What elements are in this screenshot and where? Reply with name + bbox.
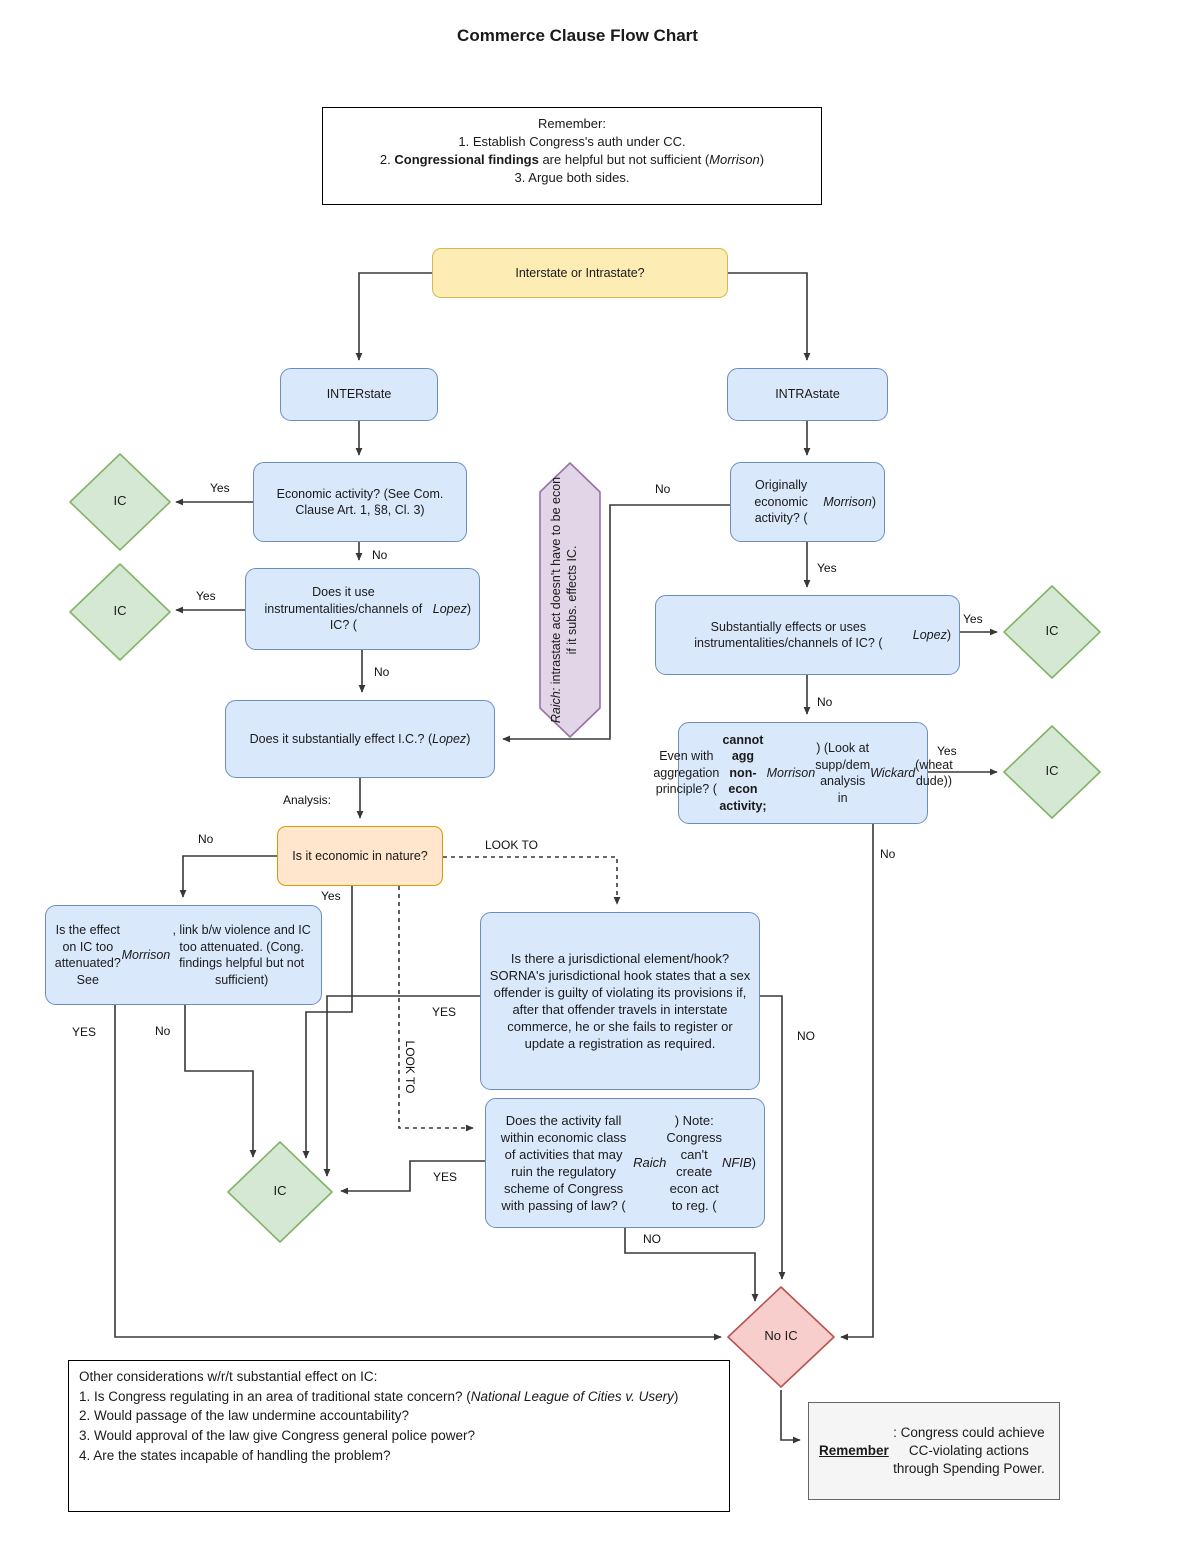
edge-label-no-economic: No [372, 548, 388, 562]
remember-top-line-2: 1. Establish Congress's auth under CC. [458, 134, 686, 150]
edge-label-yes-instrumentalities: Yes [196, 589, 216, 603]
edge-originally-no-substantial [502, 504, 730, 743]
node-economic-activity: Economic activity? (See Com. Clause Art.… [253, 462, 467, 542]
edge-attenuated-yes-noic [114, 1005, 722, 1341]
edge-label-analysis: Analysis: [283, 793, 332, 807]
edge-attenuated-no-ic [184, 1005, 257, 1158]
page-title: Commerce Clause Flow Chart [457, 26, 698, 45]
node-substantially-effect-ic: Does it substantially effect I.C.? (Lope… [225, 700, 495, 778]
other-considerations-line-4: 3. Would approval of the law give Congre… [79, 1427, 475, 1443]
node-effect-too-attenuated: Is the effect on IC too attenuated? See … [45, 905, 322, 1005]
edge-label-yes-uses: Yes [963, 612, 983, 626]
edge-lookto-jurisdictional [443, 856, 621, 905]
diamond-ic-2 [69, 563, 171, 661]
edge-question-to-interstate [355, 272, 432, 361]
edge-label-yes-class: YES [433, 1170, 458, 1184]
edge-jurisdictional-yes-ic [323, 995, 480, 1177]
other-considerations-line-5: 4. Are the states incapable of handling … [79, 1447, 391, 1463]
edge-label-no-originally: No [655, 482, 671, 496]
diamond-ic-4 [1003, 725, 1101, 819]
node-jurisdictional-hook: Is there a jurisdictional element/hook? … [480, 912, 760, 1090]
note-remember-spending-power: Remember: Congress could achieve CC-viol… [808, 1402, 1060, 1500]
edge-label-yes-originally: Yes [817, 561, 837, 575]
diamond-ic-1 [69, 453, 171, 551]
remember-top-line-3: 2. Congressional findings are helpful bu… [379, 152, 765, 168]
node-originally-economic: Originally economic activity? (Morrison) [730, 462, 885, 542]
edge-label-no-instrumentalities: No [374, 665, 390, 679]
edge-nature-no-attenuated [179, 855, 277, 898]
edge-label-lookto-vertical: LOOK TO [403, 1040, 417, 1094]
edge-label-yes-attenuated: YES [72, 1025, 97, 1039]
other-considerations-line-3: 2. Would passage of the law undermine ac… [79, 1408, 409, 1424]
label-ic-5: IC [273, 1183, 287, 1198]
edge-question-to-intrastate [728, 272, 811, 361]
remember-top-line-4: 3. Argue both sides. [514, 170, 630, 186]
remember-top-line-1: Remember: [538, 116, 606, 131]
edge-label-no-uses: No [817, 695, 833, 709]
note-remember-top: Remember: 1. Establish Congress's auth u… [322, 107, 822, 205]
node-interstate: INTERstate [280, 368, 438, 421]
raich-note-label: Raich: intrastate act doesn't have to be… [549, 476, 580, 724]
label-ic-3: IC [1045, 623, 1059, 638]
edge-label-no-aggregation: No [880, 847, 896, 861]
edge-label-no-jurisdictional: NO [797, 1029, 815, 1043]
edge-label-yes-nature: Yes [321, 889, 341, 903]
edge-aggregation-no-noic [840, 824, 874, 1341]
edge-label-no-nature: No [198, 832, 214, 846]
edge-label-no-attenuated: No [155, 1024, 171, 1038]
label-ic-4: IC [1045, 763, 1059, 778]
node-substantially-effects-or-uses: Substantially effects or uses instrument… [655, 595, 960, 675]
other-considerations-line-1: Other considerations w/r/t substantial e… [79, 1369, 378, 1384]
node-intrastate: INTRAstate [727, 368, 888, 421]
edge-class-yes-ic [340, 1160, 485, 1195]
edge-label-yes-aggregation: Yes [937, 744, 957, 758]
label-ic-1: IC [113, 493, 127, 508]
label-no-ic: No IC [764, 1328, 798, 1343]
label-ic-2: IC [113, 603, 127, 618]
node-aggregation-principle: Even with aggregation principle? (cannot… [653, 722, 953, 824]
edge-noic-to-remember [780, 1390, 801, 1444]
node-interstate-question: Interstate or Intrastate? [432, 248, 728, 298]
edge-class-no-noic [624, 1228, 759, 1302]
node-economic-class-activities: Does the activity fall within economic c… [485, 1098, 765, 1228]
diamond-ic-3 [1003, 585, 1101, 679]
raich-note-hexagon [539, 462, 601, 738]
node-is-economic-in-nature: Is it economic in nature? [277, 826, 443, 886]
edge-label-lookto-horizontal: LOOK TO [485, 838, 538, 852]
edge-label-no-class: NO [643, 1232, 661, 1246]
diamond-ic-5 [227, 1141, 333, 1243]
edge-nature-yes-ic [302, 886, 353, 1159]
node-instrumentalities-channels: Does it use instrumentalities/channels o… [245, 568, 480, 650]
note-other-considerations: Other considerations w/r/t substantial e… [68, 1360, 730, 1512]
edge-lookto-economic-class [398, 886, 474, 1132]
edge-label-yes-economic: Yes [210, 481, 230, 495]
other-considerations-line-2: 1. Is Congress regulating in an area of … [79, 1388, 679, 1404]
edge-jurisdictional-no-noic [760, 995, 786, 1280]
diamond-no-ic [727, 1286, 835, 1388]
edge-label-yes-jurisdictional: YES [432, 1005, 457, 1019]
